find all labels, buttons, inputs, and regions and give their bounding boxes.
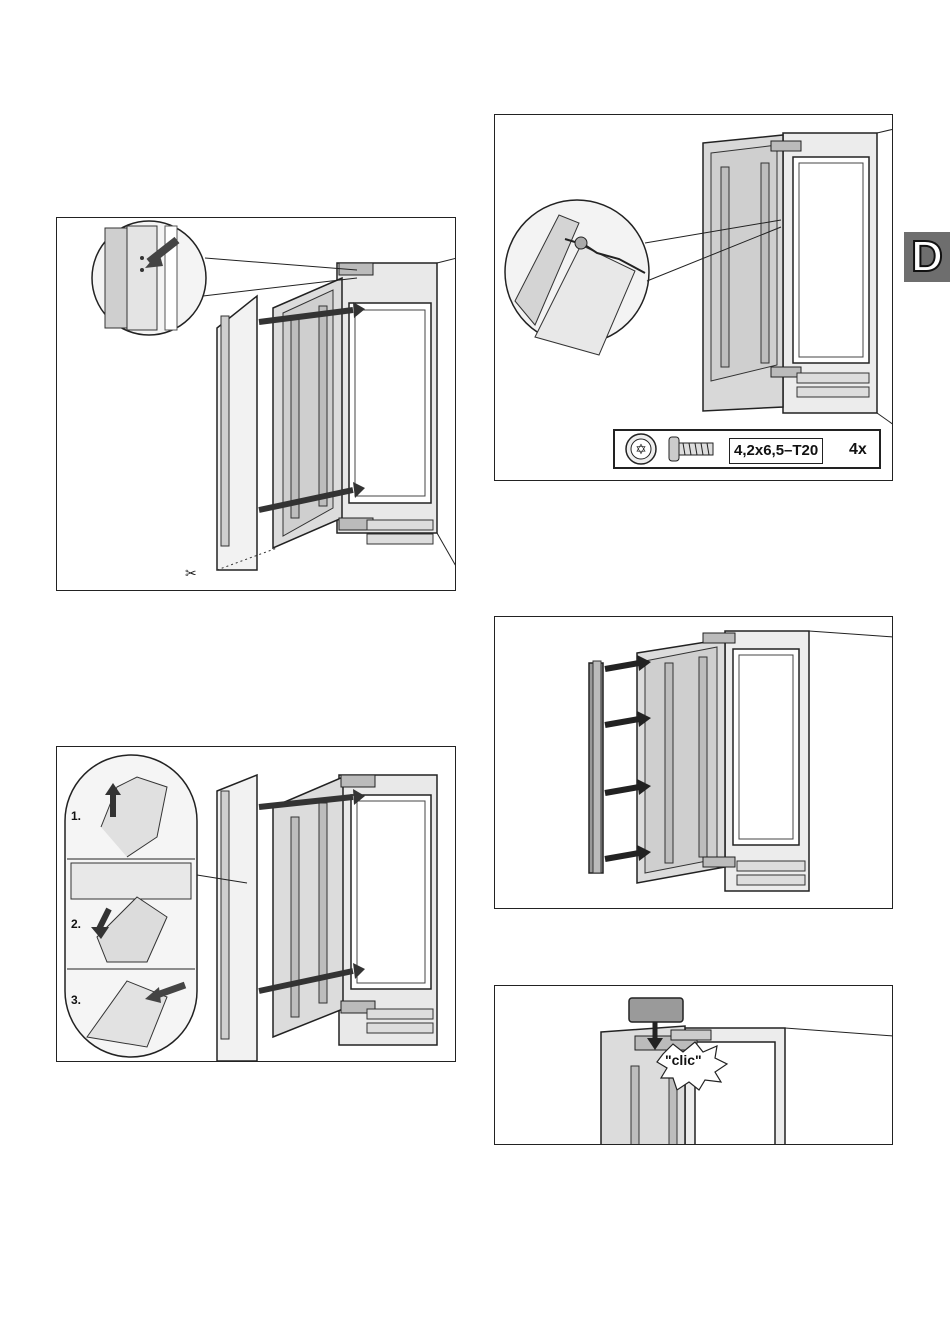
handle-strip-illustration bbox=[495, 617, 893, 909]
figure-door-panel-alignment: ✂ bbox=[56, 217, 456, 591]
screw-quantity: 4x bbox=[849, 438, 867, 462]
svg-text:✡: ✡ bbox=[635, 441, 647, 457]
figure-hinge-cover-clic: "clic" bbox=[494, 985, 893, 1145]
scissors-icon: ✂ bbox=[185, 565, 197, 581]
screw-spec-box: ✡ 4,2x6,5–T20 4x bbox=[613, 429, 881, 469]
step-number-1: 1. bbox=[71, 809, 81, 823]
step-number-2: 2. bbox=[71, 917, 81, 931]
step-number-3: 3. bbox=[71, 993, 81, 1007]
screw-spec-label: 4,2x6,5–T20 bbox=[729, 438, 823, 464]
step-attachment-illustration bbox=[57, 747, 456, 1062]
clic-sound-label: "clic" bbox=[665, 1052, 702, 1068]
door-panel-alignment-illustration: ✂ bbox=[57, 218, 456, 591]
screw-mounting-illustration bbox=[495, 115, 893, 481]
torx-bit-icon: ✡ bbox=[626, 434, 656, 464]
language-letter: D bbox=[904, 232, 950, 282]
screw-icon bbox=[669, 437, 713, 461]
figure-handle-strip bbox=[494, 616, 893, 909]
figure-screw-mounting: ✡ 4,2x6,5–T20 4x bbox=[494, 114, 893, 481]
figure-step-attachment: 1. 2. 3. bbox=[56, 746, 456, 1062]
language-tab: D bbox=[904, 232, 950, 282]
